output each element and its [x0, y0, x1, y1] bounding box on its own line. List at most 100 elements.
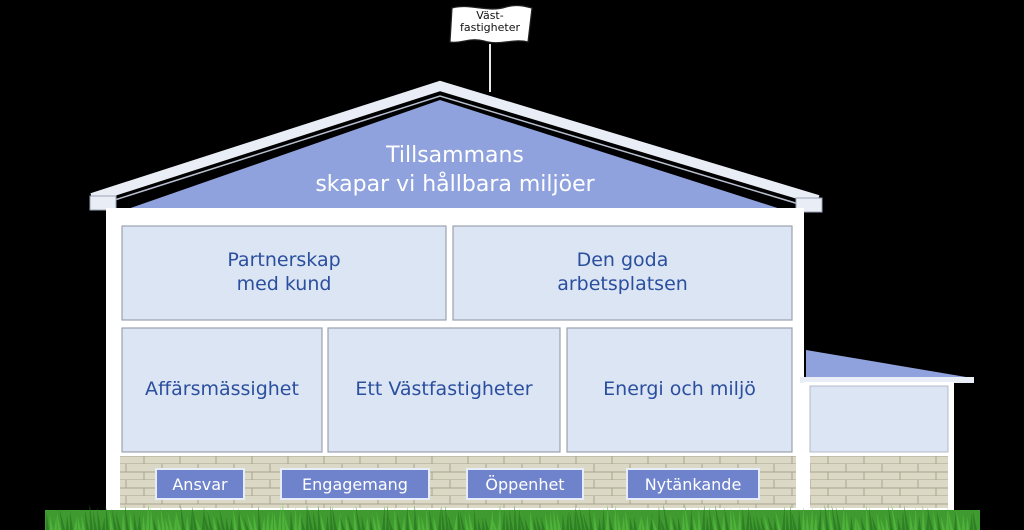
grass-blade — [902, 509, 905, 530]
grass-blade — [491, 515, 497, 530]
grass-blade — [818, 508, 821, 530]
grass-blade — [192, 506, 197, 530]
grass-blade — [142, 514, 145, 530]
grass-blade — [290, 510, 293, 530]
grass-blade — [318, 504, 321, 530]
grass-blade — [282, 504, 285, 530]
grass-blade — [706, 515, 709, 530]
flag-label: Väst- fastigheter — [448, 9, 532, 34]
roof-title-line-2: skapar vi hållbara miljöer — [315, 172, 595, 197]
grass-blade — [109, 509, 113, 530]
grass-blade — [407, 509, 413, 530]
grass-blade — [562, 514, 565, 530]
grass-blade — [84, 508, 89, 530]
grass-blade — [150, 507, 153, 530]
value-ansvar: Ansvar — [155, 468, 245, 500]
grass-blade — [165, 517, 169, 530]
grass-blade — [888, 505, 893, 530]
grass-blade — [498, 504, 501, 530]
grass-blade — [663, 504, 669, 530]
grass-blade — [871, 516, 877, 530]
grass-blade — [940, 516, 945, 530]
grass-blade — [846, 511, 849, 530]
grass-blade — [755, 514, 761, 530]
grass-blade — [484, 516, 489, 530]
grass-blade — [835, 506, 841, 530]
grass-blade — [947, 508, 953, 530]
grass-blade — [856, 517, 861, 530]
grass-blade — [376, 511, 381, 530]
grass-blade — [482, 517, 485, 530]
grass-blade — [97, 507, 101, 530]
value-nytankande: Nytänkande — [626, 468, 760, 500]
grass-blade — [174, 511, 177, 530]
grass-blade — [814, 512, 817, 530]
grass-blade — [105, 505, 109, 530]
grass-blade — [722, 513, 725, 530]
grass-blade — [111, 508, 117, 530]
grass-blade — [746, 506, 749, 530]
grass-blade — [421, 516, 425, 530]
grass-blade — [89, 504, 93, 530]
grass-blade — [330, 505, 333, 530]
grass-blade — [749, 511, 753, 530]
grass-blade — [972, 509, 977, 530]
grass-blade — [207, 511, 213, 530]
grass-blade — [810, 507, 813, 530]
flag-line-1: Väst- — [476, 9, 504, 22]
flag-icon — [449, 4, 533, 44]
grass-blade — [763, 513, 769, 530]
grass-blade — [782, 506, 785, 530]
grass-blade — [672, 516, 677, 530]
grass-blade — [828, 506, 833, 530]
grass-blade — [447, 514, 453, 530]
grass-blade — [569, 511, 573, 530]
grass-blade — [614, 505, 617, 530]
grass-blade — [625, 509, 629, 530]
grass-blade — [124, 504, 129, 530]
grass-blade — [753, 515, 757, 530]
grass-blade — [566, 511, 569, 530]
grass-blade — [535, 515, 541, 530]
grass-blade — [175, 511, 181, 530]
grass-blade — [301, 517, 305, 530]
grass-blades — [46, 504, 977, 530]
grass-blade — [394, 507, 397, 530]
grass-blade — [646, 514, 649, 530]
grass-blade — [684, 504, 689, 530]
grass-blade — [593, 511, 597, 530]
grass-blade — [575, 507, 581, 530]
grass-blade — [195, 516, 201, 530]
grass-blade — [56, 512, 61, 530]
grass-blade — [490, 508, 493, 530]
grass-blade — [682, 510, 685, 530]
grass-blade — [962, 513, 965, 530]
grass-blade — [273, 512, 277, 530]
grass-blade — [553, 508, 557, 530]
grass-blade — [876, 512, 881, 530]
grass-blade — [897, 517, 901, 530]
grass-blade — [445, 505, 449, 530]
grass-blade — [533, 516, 537, 530]
grass-blade — [459, 511, 465, 530]
grass-blade — [891, 504, 897, 530]
grass-blade — [426, 507, 429, 530]
grass-blade — [355, 505, 361, 530]
grass-blade — [909, 510, 913, 530]
grass-blade — [212, 514, 217, 530]
grass-blade — [152, 517, 157, 530]
grass-blade — [66, 514, 69, 530]
grass-blade — [634, 516, 637, 530]
grass-blade — [59, 508, 65, 530]
grass-blade — [698, 507, 701, 530]
grass-blade — [506, 513, 509, 530]
grass-blade — [885, 513, 889, 530]
grass-blade — [186, 515, 189, 530]
grass-blade — [509, 509, 513, 530]
pillar-arbetsplatsen-line-1: Den goda — [576, 249, 669, 272]
grass-blade — [180, 505, 185, 530]
annex-roof — [806, 350, 972, 378]
grass-blade — [629, 516, 633, 530]
grass-blade — [129, 511, 133, 530]
